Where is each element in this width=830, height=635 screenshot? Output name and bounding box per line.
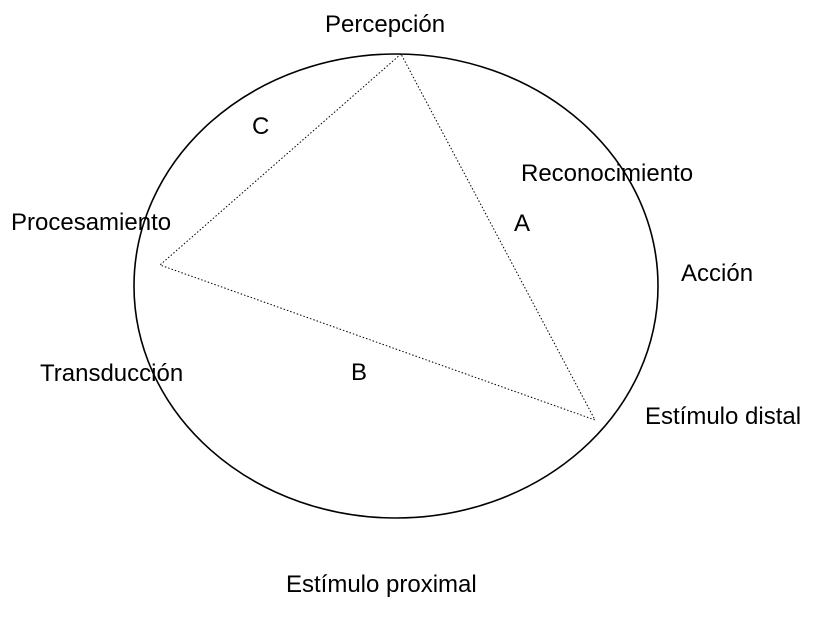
inner-triangle (159, 53, 597, 421)
label-transduccion: Transducción (40, 360, 184, 387)
triangle-label-a: A (514, 210, 531, 237)
perceptual-cycle-circle (133, 53, 659, 519)
label-procesamiento: Procesamiento (11, 209, 172, 236)
label-accion: Acción (681, 260, 754, 287)
triangle-label-b: B (351, 359, 368, 386)
triangle-label-c: C (252, 113, 270, 140)
label-estimulo-proximal: Estímulo proximal (286, 571, 477, 598)
label-reconocimiento: Reconocimiento (521, 160, 694, 187)
label-estimulo-distal: Estímulo distal (645, 403, 802, 430)
label-percepcion: Percepción (325, 11, 446, 38)
